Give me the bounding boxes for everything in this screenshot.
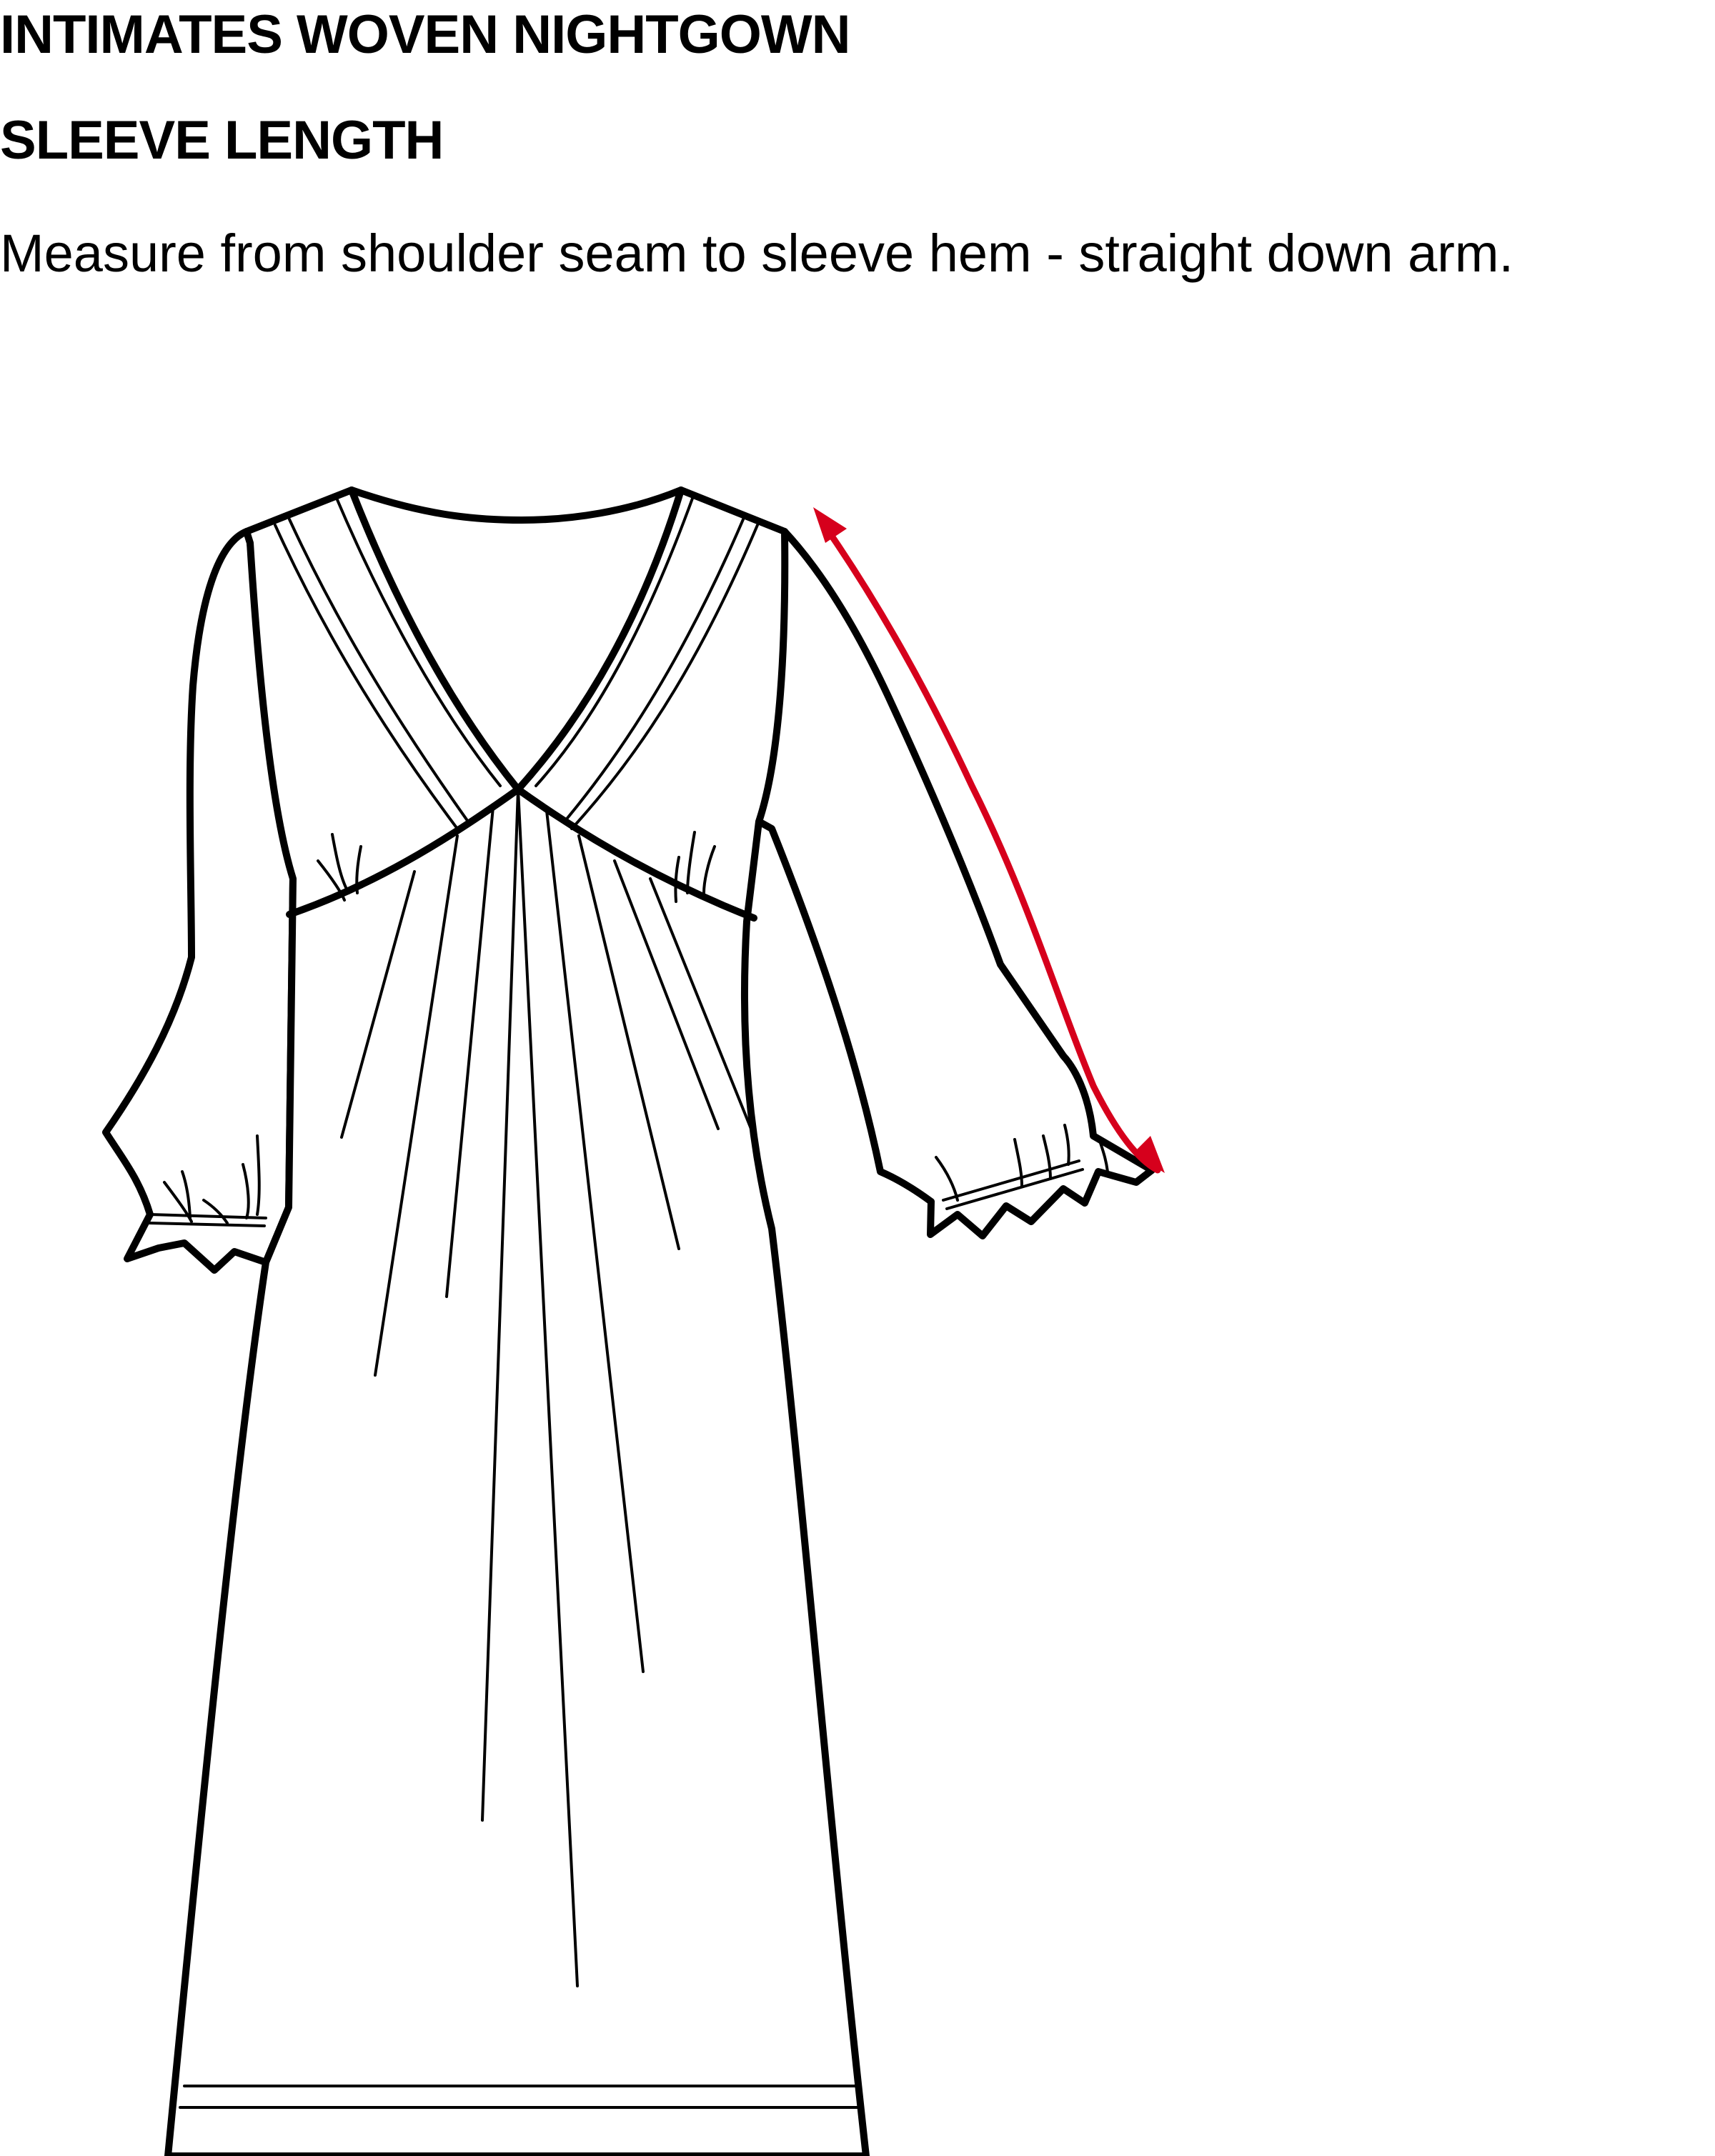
product-title: INTIMATES WOVEN NIGHTGOWN	[0, 4, 851, 65]
measurement-title: SLEEVE LENGTH	[0, 110, 444, 171]
right-sleeve	[755, 528, 1155, 1239]
sleeve-length-arrow	[818, 518, 1161, 1174]
arrowhead-bottom	[1133, 1136, 1165, 1173]
left-sleeve	[102, 528, 297, 1274]
arrowhead-top	[813, 507, 847, 543]
skirt-pleats	[340, 788, 755, 1987]
measurement-instructions: Measure from shoulder seam to sleeve hem…	[0, 224, 1514, 283]
right-cuff	[935, 1124, 1109, 1210]
body-outline	[164, 486, 870, 2156]
garment-outline	[102, 486, 1155, 2156]
left-cuff	[147, 1134, 267, 1227]
double-headed-arrow-icon	[813, 507, 1165, 1174]
